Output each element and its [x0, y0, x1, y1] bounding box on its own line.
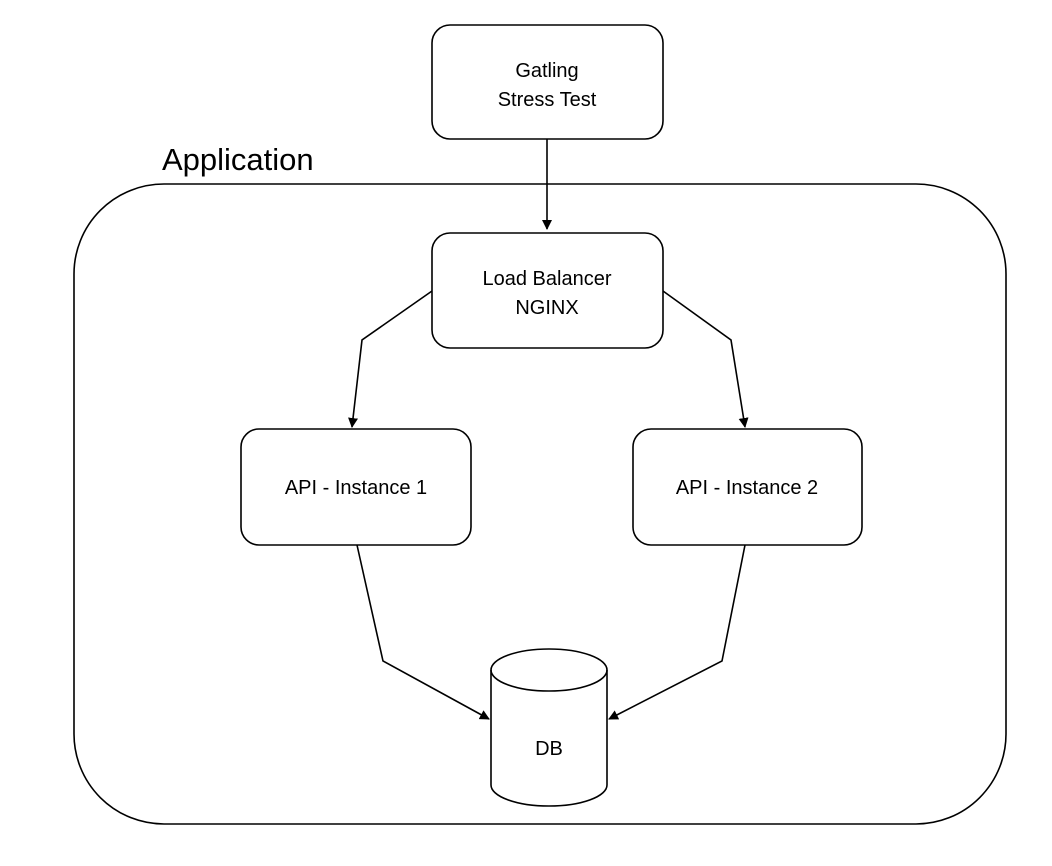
application-container-border [73, 183, 1007, 825]
db-node: DB [490, 648, 608, 807]
application-container: Application [73, 142, 1007, 825]
load-balancer-node-label-line1: Load Balancer [483, 268, 612, 290]
api-instance-2-node: API - Instance 2 [632, 428, 863, 546]
api-instance-1-label: API - Instance 1 [285, 477, 427, 499]
load-balancer-node: Load Balancer NGINX [431, 232, 664, 349]
api-instance-2-box [632, 428, 863, 546]
api-instance-2-label: API - Instance 2 [676, 477, 818, 499]
edges [348, 139, 749, 720]
gatling-node-label-line2: Stress Test [498, 89, 597, 111]
load-balancer-node-box [431, 232, 664, 349]
gatling-node-label-line1: Gatling [515, 60, 578, 82]
db-label: DB [535, 738, 563, 760]
api-instance-1-node: API - Instance 1 [240, 428, 472, 546]
load-balancer-node-label-line2: NGINX [515, 297, 578, 319]
edge-load-balancer-to-api2 [662, 290, 749, 428]
edge-api2-to-db [608, 544, 746, 720]
gatling-stress-test-node: Gatling Stress Test [431, 24, 664, 140]
api-instance-1-box [240, 428, 472, 546]
db-cylinder-top-rim [490, 669, 608, 692]
edge-api1-to-db [356, 544, 490, 720]
edge-load-balancer-to-api1 [348, 290, 433, 428]
gatling-node-box [431, 24, 664, 140]
application-container-title: Application [162, 142, 314, 177]
db-cylinder-body [490, 648, 608, 807]
